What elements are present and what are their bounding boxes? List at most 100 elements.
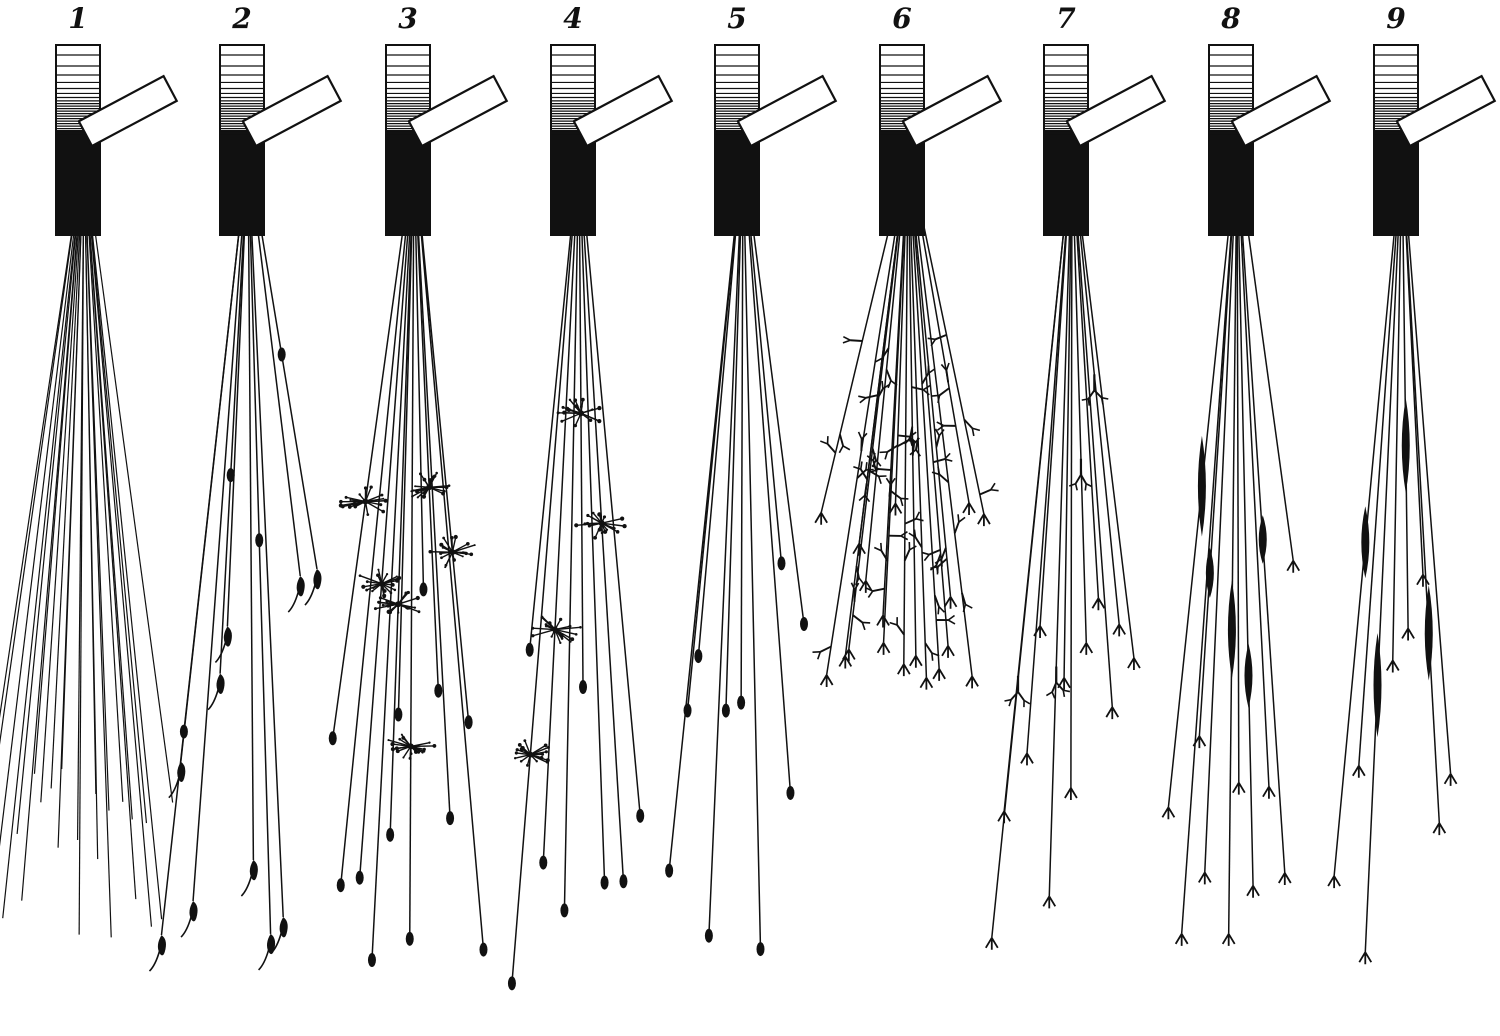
bushy-cell — [359, 569, 402, 599]
bushy-dot — [391, 747, 395, 751]
fork-ending — [1021, 753, 1033, 765]
bushy-dot — [418, 610, 421, 613]
bushy-core — [552, 627, 558, 633]
branch-segment — [882, 381, 883, 389]
drop-ending — [434, 684, 442, 698]
branch-segment — [868, 591, 872, 597]
fork-ending — [1353, 766, 1365, 778]
bushy-dot — [603, 530, 607, 534]
ray-line — [341, 150, 414, 885]
panel-label: 3 — [398, 2, 417, 35]
fork-ending — [1328, 876, 1340, 888]
bushy-dot — [414, 606, 416, 608]
bushy-dot — [463, 551, 466, 554]
bushy-core — [379, 581, 385, 587]
bushy-dot — [560, 420, 563, 423]
drop-ending — [406, 932, 414, 946]
branch-segment — [862, 622, 865, 629]
bushy-dot — [544, 744, 548, 748]
branch-segment — [965, 604, 972, 608]
bushy-dot — [387, 739, 389, 741]
panel-8: 8 — [1162, 2, 1329, 946]
fork-ending — [877, 615, 889, 627]
branch-segment — [1076, 484, 1078, 491]
branch-segment — [828, 444, 836, 453]
branch-segment — [928, 338, 936, 339]
branch-segment — [820, 441, 827, 444]
bushy-core — [599, 520, 605, 526]
drop-ending — [579, 680, 587, 694]
bushy-dot — [569, 641, 571, 643]
branch-segment — [890, 623, 897, 625]
bushy-dot — [540, 756, 544, 760]
bushy-dot — [531, 627, 534, 630]
spindle-cell — [1374, 633, 1382, 737]
branch-segment — [853, 615, 862, 622]
bushy-dot — [439, 543, 443, 547]
branch-segment — [933, 459, 945, 462]
panel-3: 3 — [329, 2, 507, 967]
bushy-core — [449, 549, 455, 555]
ray-bundle — [669, 150, 804, 949]
spindle-cell — [1228, 581, 1236, 679]
branch-segment — [901, 498, 909, 499]
tadpole-tail — [208, 690, 218, 710]
bushy-dot — [413, 489, 415, 491]
ray-line — [579, 150, 640, 816]
bushy-dot — [390, 592, 393, 595]
drop-ending — [227, 468, 235, 482]
bushy-dot — [561, 637, 564, 640]
bushy-dot — [559, 642, 561, 644]
bushy-core — [426, 484, 432, 490]
branch-segment — [1063, 690, 1064, 697]
bushy-dot — [416, 596, 420, 600]
fork-ending — [986, 938, 998, 950]
bushy-dot — [387, 610, 391, 614]
bushy-dot — [422, 495, 426, 499]
drop-ending — [694, 649, 702, 663]
branch-segment — [860, 398, 866, 403]
bushy-dot — [591, 517, 593, 519]
branch-segment — [1085, 484, 1086, 491]
bushy-dot — [597, 512, 601, 516]
branch-segment — [1094, 390, 1101, 397]
bushy-dot — [414, 485, 416, 487]
bushy-dot — [417, 496, 419, 498]
spindle-cell — [1259, 515, 1267, 564]
spindle-cell — [1198, 436, 1206, 537]
bushy-dot — [421, 751, 423, 753]
bushy-dot — [442, 537, 445, 540]
fork-ending — [1223, 934, 1235, 946]
bushy-dot — [531, 634, 534, 637]
branch-segment — [1069, 484, 1075, 486]
bushy-dot — [574, 523, 578, 527]
bushy-dot — [404, 592, 407, 595]
drop-ending — [684, 703, 692, 717]
branch-segment — [932, 653, 933, 661]
bushy-dot — [383, 589, 387, 593]
branch-segment — [861, 461, 862, 469]
bushy-dot — [575, 633, 578, 636]
ray-endings — [1328, 398, 1456, 964]
bushy-dot — [597, 406, 601, 410]
ray-bundle — [1168, 150, 1293, 934]
panel-9: 9 — [1328, 2, 1495, 964]
bushy-dot — [592, 512, 595, 515]
fork-ending — [945, 597, 957, 609]
bushy-dot — [364, 486, 367, 489]
branch-segment — [897, 625, 904, 635]
bushy-dot — [386, 604, 389, 607]
fork-ending — [1162, 807, 1174, 819]
fork-ending — [966, 676, 978, 688]
bushy-dot — [545, 625, 548, 628]
panel-2: 2 — [149, 2, 340, 971]
fork-ending — [1287, 561, 1299, 573]
bushy-dot — [545, 750, 548, 753]
bushy-dot — [379, 503, 382, 506]
bushy-dot — [515, 751, 518, 754]
branch-segment — [916, 512, 919, 519]
drop-ending — [539, 856, 547, 870]
panel-5: 5 — [665, 2, 836, 956]
panel-label: 4 — [563, 2, 582, 35]
bushy-dot — [570, 637, 574, 641]
